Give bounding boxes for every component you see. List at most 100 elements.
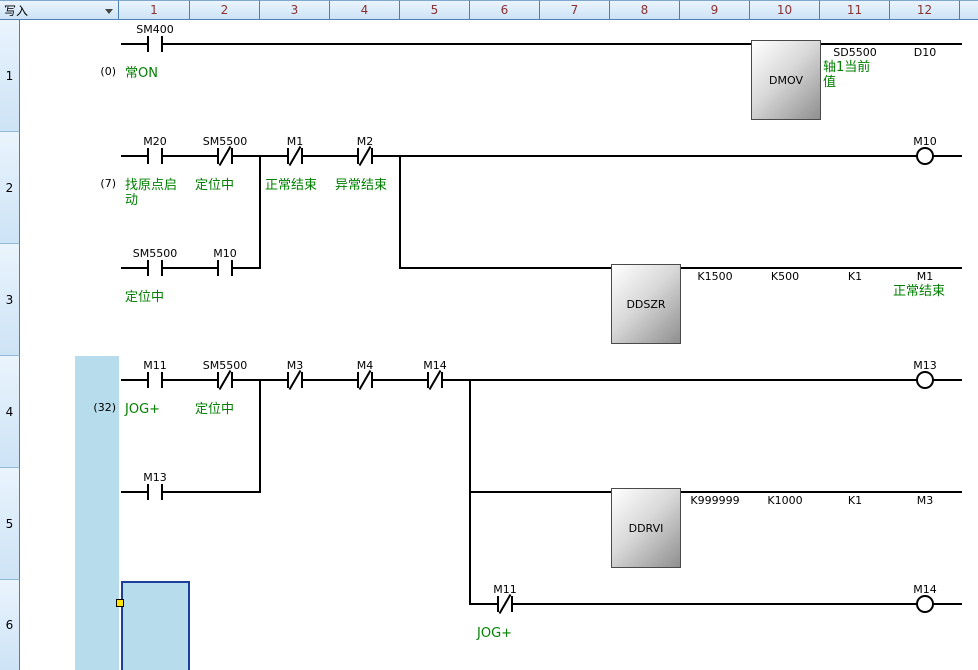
coil-m14[interactable] [916, 595, 934, 613]
wire-h [469, 603, 917, 605]
nc-slash-icon [218, 145, 232, 167]
wire-h [931, 379, 962, 381]
operand-label: K1 [847, 494, 863, 507]
nc-slash-icon [428, 369, 442, 391]
comment-label: 定位中 [195, 178, 235, 193]
drag-handle[interactable] [116, 599, 124, 607]
mode-label: 写入 [4, 3, 29, 18]
instruction-ddszr[interactable]: DDSZR [611, 264, 681, 344]
wire-h [931, 155, 962, 157]
operand-label: K1500 [697, 270, 733, 283]
column-header-3: 3 [260, 0, 330, 20]
row-header-3: 3 [0, 244, 20, 356]
operand-label: D10 [913, 46, 937, 59]
column-header-2: 2 [190, 0, 260, 20]
row-header-2: 2 [0, 132, 20, 244]
device-label: M1 [286, 135, 304, 148]
device-label: M13 [143, 471, 167, 484]
device-label: SM5500 [202, 135, 248, 148]
operand-label: M3 [916, 494, 934, 507]
contact-sm5500-r3[interactable] [147, 259, 163, 277]
comment-label: JOG+ [125, 402, 161, 417]
mode-combo[interactable]: 写入 [0, 0, 119, 20]
row-header-1: 1 [0, 20, 20, 132]
contact-nc-sm5500-r2[interactable] [217, 145, 233, 167]
wire-h [681, 267, 962, 269]
column-header-4: 4 [330, 0, 400, 20]
contact-nc-m11-r6[interactable] [497, 593, 513, 615]
device-label: M14 [913, 583, 937, 596]
contact-nc-m2[interactable] [357, 145, 373, 167]
comment-label: 异常结束 [335, 178, 388, 193]
step-number-r1: (0) [100, 65, 116, 78]
comment-label: JOG+ [477, 626, 513, 641]
column-header-5: 5 [400, 0, 470, 20]
contact-nc-m1[interactable] [287, 145, 303, 167]
wire-h [399, 267, 611, 269]
operand-label: K1000 [767, 494, 803, 507]
contact-m20[interactable] [147, 147, 163, 165]
step-number-r2: (7) [100, 177, 116, 190]
wire-h [931, 603, 962, 605]
contact-m10[interactable] [217, 259, 233, 277]
device-label: M20 [143, 135, 167, 148]
step-number-r4: (32) [93, 401, 116, 414]
column-header-8: 8 [610, 0, 680, 20]
column-header-partial [960, 0, 978, 20]
wire-v [399, 155, 401, 269]
nc-slash-icon [288, 369, 302, 391]
contact-m11-r4[interactable] [147, 371, 163, 389]
contact-nc-sm5500-r4[interactable] [217, 369, 233, 391]
device-label: M10 [213, 247, 237, 260]
selection-highlight [75, 356, 119, 670]
wire-h [121, 43, 751, 45]
wire-h [681, 491, 962, 493]
wire-h [469, 491, 611, 493]
chevron-down-icon[interactable] [105, 9, 113, 14]
contact-sm400[interactable] [147, 35, 163, 53]
column-header-7: 7 [540, 0, 610, 20]
comment-label: 找原点启动 [125, 178, 178, 208]
column-header-6: 6 [470, 0, 540, 20]
operand-label: M1 [916, 270, 934, 283]
instruction-dmov[interactable]: DMOV [751, 40, 821, 120]
comment-label: 轴1当前值 [823, 60, 871, 90]
nc-slash-icon [358, 369, 372, 391]
nc-slash-icon [498, 593, 512, 615]
comment-label: 常ON [125, 66, 158, 81]
comment-label: 正常结束 [265, 178, 318, 193]
device-label: M10 [913, 135, 937, 148]
coil-m13[interactable] [916, 371, 934, 389]
wire-v [469, 379, 471, 605]
column-header-1: 1 [119, 0, 190, 20]
contact-nc-m3[interactable] [287, 369, 303, 391]
device-label: M11 [143, 359, 167, 372]
column-header-12: 12 [890, 0, 960, 20]
row-header-4: 4 [0, 356, 20, 468]
device-label: SM400 [136, 23, 174, 36]
coil-m10[interactable] [916, 147, 934, 165]
nc-slash-icon [288, 145, 302, 167]
contact-m13[interactable] [147, 483, 163, 501]
wire-v [259, 379, 261, 493]
operand-label: K500 [770, 270, 800, 283]
nc-slash-icon [218, 369, 232, 391]
wire-h [821, 43, 962, 45]
column-header-10: 10 [750, 0, 820, 20]
edit-cursor-cell[interactable] [121, 581, 190, 670]
contact-nc-m4[interactable] [357, 369, 373, 391]
device-label: M3 [286, 359, 304, 372]
device-label: M14 [423, 359, 447, 372]
column-header-9: 9 [680, 0, 750, 20]
instruction-ddrvi[interactable]: DDRVI [611, 488, 681, 568]
contact-nc-m14[interactable] [427, 369, 443, 391]
operand-label: K999999 [690, 494, 740, 507]
column-header-11: 11 [820, 0, 890, 20]
wire-h [121, 379, 917, 381]
wire-h [121, 491, 260, 493]
device-label: SM5500 [132, 247, 178, 260]
nc-slash-icon [358, 145, 372, 167]
row-header-6: 6 [0, 580, 20, 670]
device-label: M11 [493, 583, 517, 596]
